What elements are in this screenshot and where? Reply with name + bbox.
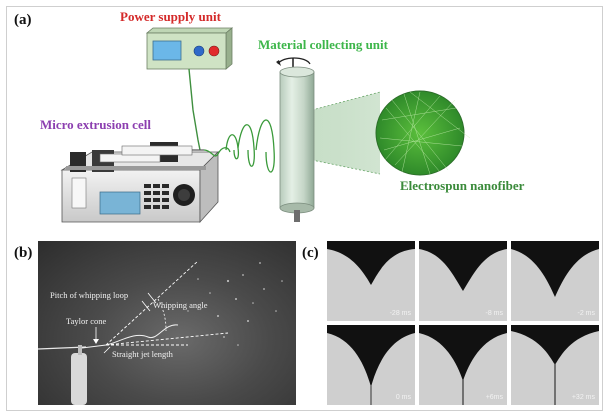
frame-2-time: -8 ms bbox=[485, 310, 504, 317]
taylor-cone-label: Taylor cone bbox=[66, 316, 107, 326]
power-supply-box bbox=[145, 27, 234, 70]
frame-6-time: +32 ms bbox=[571, 394, 595, 401]
panel-b-overlay bbox=[38, 260, 283, 405]
nanofiber-zoom bbox=[375, 90, 471, 176]
panel-b-letter: (b) bbox=[14, 245, 33, 261]
frame-1: -28 ms bbox=[327, 241, 415, 321]
frame-5-time: +6ms bbox=[485, 394, 503, 401]
frame-4: 0 ms bbox=[327, 325, 415, 405]
straight-jet-label: Straight jet length bbox=[112, 349, 173, 359]
micro-extrusion-label: Micro extrusion cell bbox=[40, 117, 151, 132]
pitch-label: Pitch of whipping loop bbox=[50, 290, 129, 300]
frame-6: +32 ms bbox=[511, 325, 599, 405]
panel-a-illustration bbox=[60, 27, 471, 224]
power-supply-label: Power supply unit bbox=[120, 9, 221, 24]
syringe-pump bbox=[60, 142, 219, 224]
frame-3-time: -2 ms bbox=[577, 310, 596, 317]
figure-frame bbox=[6, 6, 603, 411]
frame-4-time: 0 ms bbox=[395, 394, 411, 401]
panel-b-photo: Pitch of whipping loop Whipping angle Ta… bbox=[38, 241, 296, 405]
frame-5: +6ms bbox=[419, 325, 507, 405]
panel-a-letter: (a) bbox=[14, 12, 32, 28]
frame-3: -2 ms bbox=[511, 241, 599, 321]
collector-drum bbox=[276, 57, 315, 222]
frame-1-time: -28 ms bbox=[389, 310, 411, 317]
frame-2: -8 ms bbox=[419, 241, 507, 321]
panel-c-grid: -28 ms -8 ms -2 ms 0 ms +6ms +32 ms bbox=[327, 241, 599, 405]
whipping-angle-label: Whipping angle bbox=[153, 300, 208, 310]
jet-coils bbox=[203, 119, 275, 173]
material-collecting-label: Material collecting unit bbox=[258, 37, 388, 52]
panel-c-letter: (c) bbox=[302, 245, 319, 261]
electrospun-nanofiber-label: Electrospun nanofiber bbox=[400, 178, 525, 193]
